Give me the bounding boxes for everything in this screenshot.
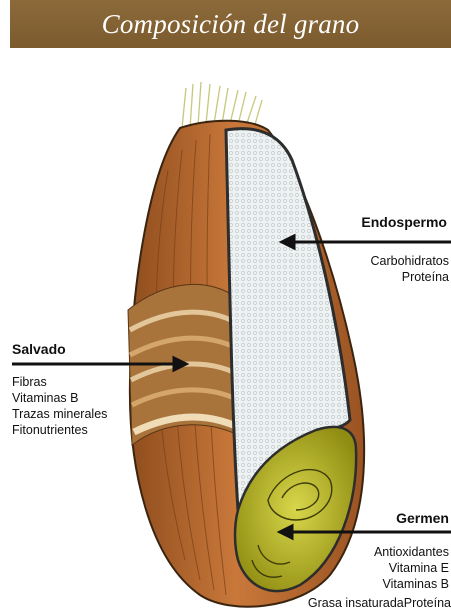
germ-item: Vitamina E (389, 561, 449, 576)
bran-item: Fibras (12, 375, 47, 390)
endosperm-item: Proteína (402, 270, 449, 285)
germ-heading: Germen (396, 510, 449, 526)
germ-item: Vitaminas B (383, 577, 449, 592)
bran-item: Trazas minerales (12, 407, 107, 422)
germ-item: Antioxidantes (374, 545, 449, 560)
endosperm-item: Carbohidratos (370, 254, 449, 269)
bran-item: Fitonutrientes (12, 423, 88, 438)
bran-heading: Salvado (12, 341, 66, 357)
bran-item: Vitaminas B (12, 391, 78, 406)
endosperm-heading: Endospermo (361, 214, 447, 230)
germ-item: Grasa insaturadaProteína (308, 596, 451, 611)
